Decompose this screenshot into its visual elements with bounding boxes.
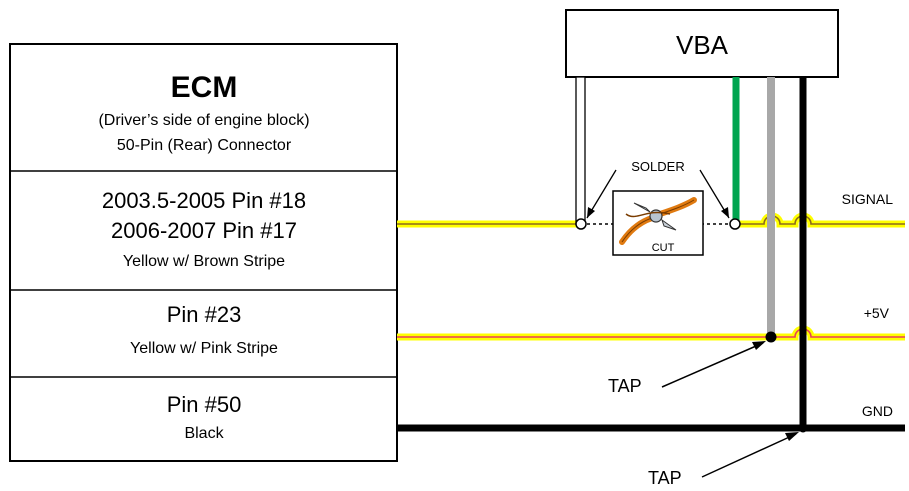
power-pin: Pin #23 [167, 302, 242, 327]
signal-pin-line2: 2006-2007 Pin #17 [111, 218, 297, 243]
tap-label-lower: TAP [648, 468, 682, 488]
ecm-outline [9, 43, 398, 462]
ground-pin: Pin #50 [167, 392, 242, 417]
vba-outline [565, 9, 839, 78]
power-wire [397, 325, 905, 341]
solder-point-left [575, 218, 587, 230]
tap-annotation-lower: TAP [648, 432, 799, 488]
signal-wire [397, 212, 905, 228]
ground-wire-color: Black [184, 425, 224, 442]
cut-label: CUT [652, 242, 675, 254]
tap-point-power [765, 331, 777, 343]
vba-label: VBA [676, 30, 729, 60]
solder-point-right [729, 218, 741, 230]
tap-point-ground [798, 423, 808, 433]
power-wire-color: Yellow w/ Pink Stripe [130, 340, 278, 357]
signal-wire-label: SIGNAL [842, 191, 894, 207]
white-lead [575, 76, 586, 225]
ecm-title: ECM [171, 71, 238, 104]
signal-wire-color: Yellow w/ Brown Stripe [123, 253, 285, 270]
ecm-location: (Driver’s side of engine block) [98, 112, 309, 129]
ecm-box: ECM (Driver’s side of engine block) 50-P… [9, 43, 398, 462]
wire-cutter-icon: CUT [612, 190, 704, 256]
signal-pin-line1: 2003.5-2005 Pin #18 [102, 188, 306, 213]
power-wire-label: +5V [864, 305, 890, 321]
vba-box: VBA [565, 9, 839, 78]
cut-section: CUT [575, 190, 741, 256]
solder-annotation: SOLDER [586, 159, 730, 219]
vba-leads [575, 76, 807, 428]
signal-wire-base-1 [735, 212, 905, 228]
solder-label: SOLDER [631, 159, 684, 174]
ecm-connector: 50-Pin (Rear) Connector [117, 137, 292, 154]
signal-wire-stripe-1 [735, 215, 905, 225]
power-wire-base-0 [397, 325, 905, 341]
tap-annotation-upper: TAP [608, 341, 766, 396]
tap-label-upper: TAP [608, 376, 642, 396]
ground-wire-label: GND [862, 403, 893, 419]
